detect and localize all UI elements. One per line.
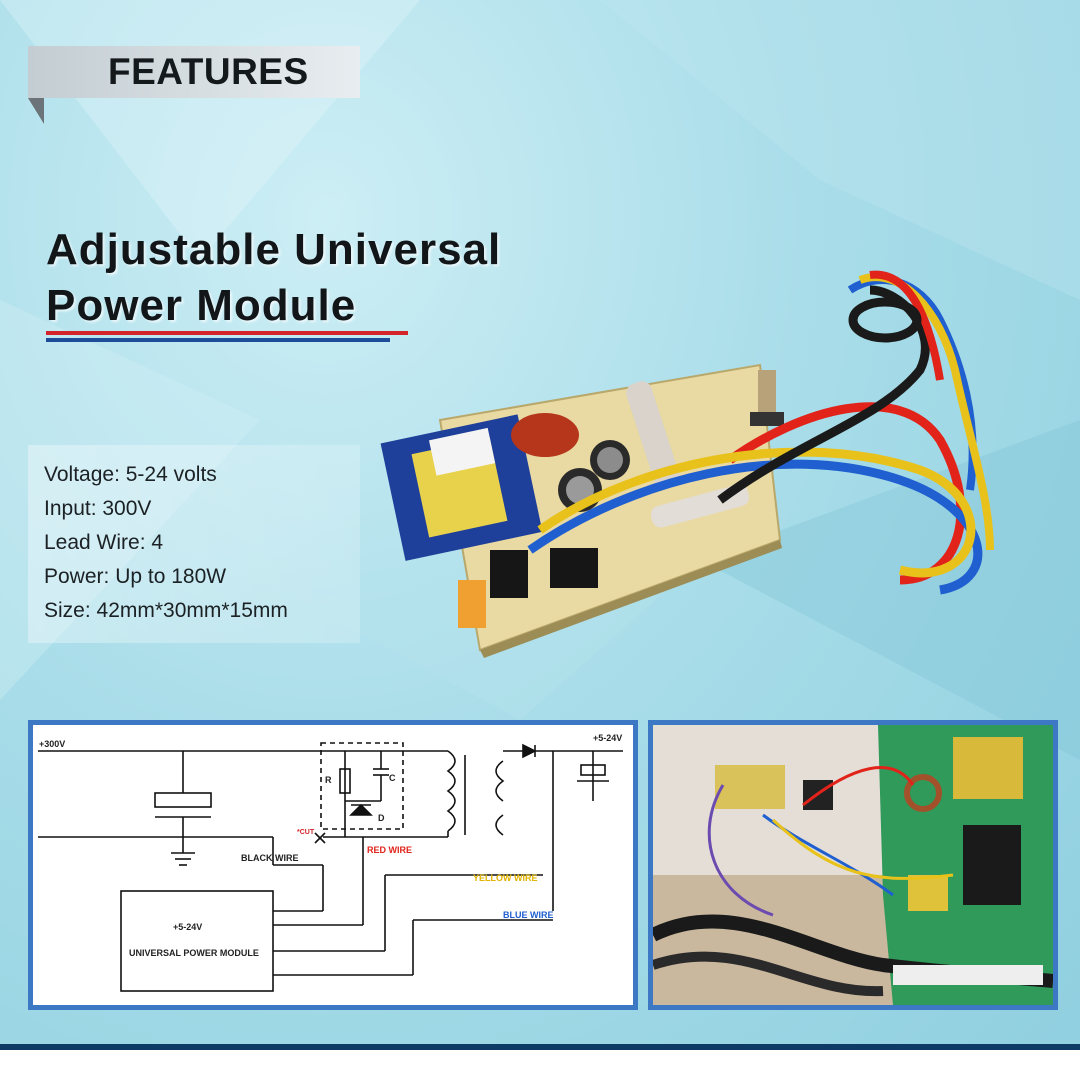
resistor-label: R [325, 775, 332, 785]
input-voltage-label: +300V [39, 739, 66, 749]
title-underline-blue [46, 338, 390, 342]
module-name-label: UNIVERSAL POWER MODULE [129, 948, 259, 958]
features-banner-fold [28, 98, 44, 124]
spec-power: Power: Up to 180W [44, 565, 227, 588]
black-wire-label: BLACK WIRE [241, 853, 299, 863]
power-module-photo [380, 270, 994, 658]
features-banner [28, 46, 360, 98]
red-wire-label: RED WIRE [367, 845, 412, 855]
cut-label: *CUT [297, 829, 315, 836]
output-voltage-label: +5-24V [593, 733, 623, 743]
specs-list: Voltage: 5-24 volts Input: 300V Lead Wir… [44, 458, 288, 628]
module-voltage-label: +5-24V [173, 922, 203, 932]
spec-lead-wire: Lead Wire: 4 [44, 531, 164, 554]
footer-bar [0, 1044, 1080, 1050]
features-label: FEATURES [108, 51, 309, 92]
title-underline-red [46, 331, 408, 335]
spec-size: Size: 42mm*30mm*15mm [44, 599, 288, 622]
blue-wire-label: BLUE WIRE [503, 910, 554, 920]
title-line-2: Power Module [46, 281, 357, 330]
wiring-diagram-panel: +300V +5-24V R C D *CUT BLACK WIRE RED W… [28, 720, 638, 1010]
yellow-wire-label: YELLOW WIRE [473, 873, 538, 883]
page-title: Adjustable Universal Power Module [46, 222, 501, 334]
installation-photo-panel [648, 720, 1058, 1010]
wiring-diagram [38, 742, 623, 992]
specs-panel [28, 445, 360, 643]
spec-input: Input: 300V [44, 497, 152, 520]
title-line-1: Adjustable Universal [46, 225, 502, 274]
diode-label: D [378, 813, 385, 823]
footer-strip [0, 1050, 1080, 1080]
spec-voltage: Voltage: 5-24 volts [44, 463, 217, 486]
installation-photo [653, 725, 1053, 1005]
capacitor-label: C [389, 773, 396, 783]
